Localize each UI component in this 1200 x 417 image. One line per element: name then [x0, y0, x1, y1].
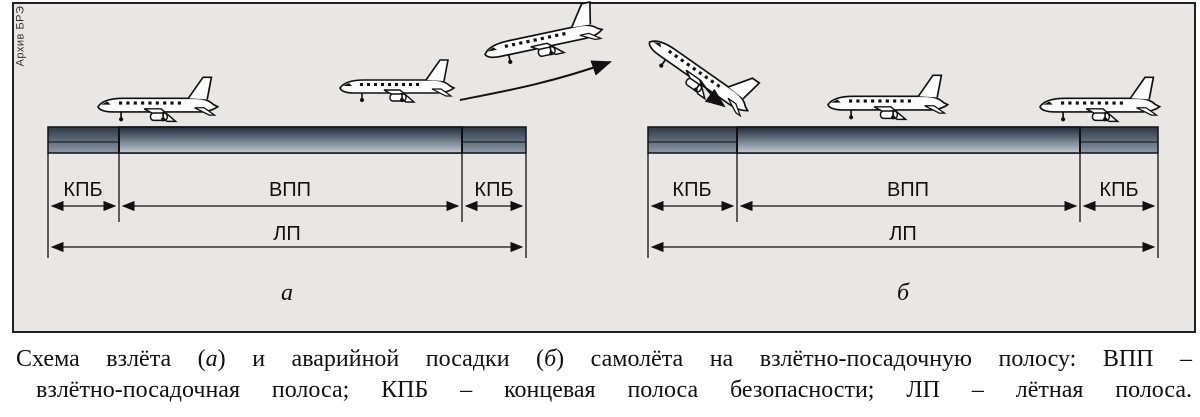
- label-b-vpp: ВПП: [887, 179, 929, 201]
- plane-b-3: [1039, 76, 1161, 123]
- panel-a-letter: а: [281, 280, 293, 306]
- plane-a-3: [478, 0, 607, 70]
- label-a-lp: ЛП: [273, 223, 301, 245]
- figure-frame: ‌ ‌ ‌ ‌ ‌ Архив БРЭ: [12, 2, 1196, 333]
- label-a-kpb-left: КПБ: [63, 179, 102, 201]
- label-a-vpp: ВПП: [269, 179, 311, 201]
- plane-a-1: [97, 76, 219, 123]
- label-b-kpb-left: КПБ: [672, 179, 711, 201]
- plane-b-2: [827, 74, 949, 121]
- takeoff-arrow: [459, 60, 612, 101]
- runway-a: [47, 126, 527, 154]
- caption-line-1: Схема взлёта (а) и аварийной посадки (б)…: [16, 346, 1193, 372]
- label-b-kpb-right: КПБ: [1099, 179, 1138, 201]
- panel-a: КПБ ВПП КПБ ЛП а: [47, 0, 612, 306]
- figure-caption: Схема взлёта (а) и аварийной посадки (б)…: [16, 344, 1192, 406]
- label-b-lp: ЛП: [889, 223, 917, 245]
- plane-a-2: [339, 59, 455, 103]
- runway-b: [647, 126, 1159, 154]
- plane-b-1: [640, 17, 766, 124]
- panel-b: КПБ ВПП КПБ ЛП б: [640, 17, 1161, 306]
- runway-diagram: КПБ ВПП КПБ ЛП а КПБ ВПП: [47, 0, 1161, 306]
- bleed-through-text: ‌ ‌ ‌ ‌ ‌: [244, 9, 268, 31]
- landing-arrow: [699, 79, 726, 108]
- label-a-kpb-right: КПБ: [474, 179, 513, 201]
- panel-b-letter: б: [897, 280, 910, 306]
- caption-line-2: взлётно-посадочная полоса; КПБ – концева…: [36, 377, 1192, 403]
